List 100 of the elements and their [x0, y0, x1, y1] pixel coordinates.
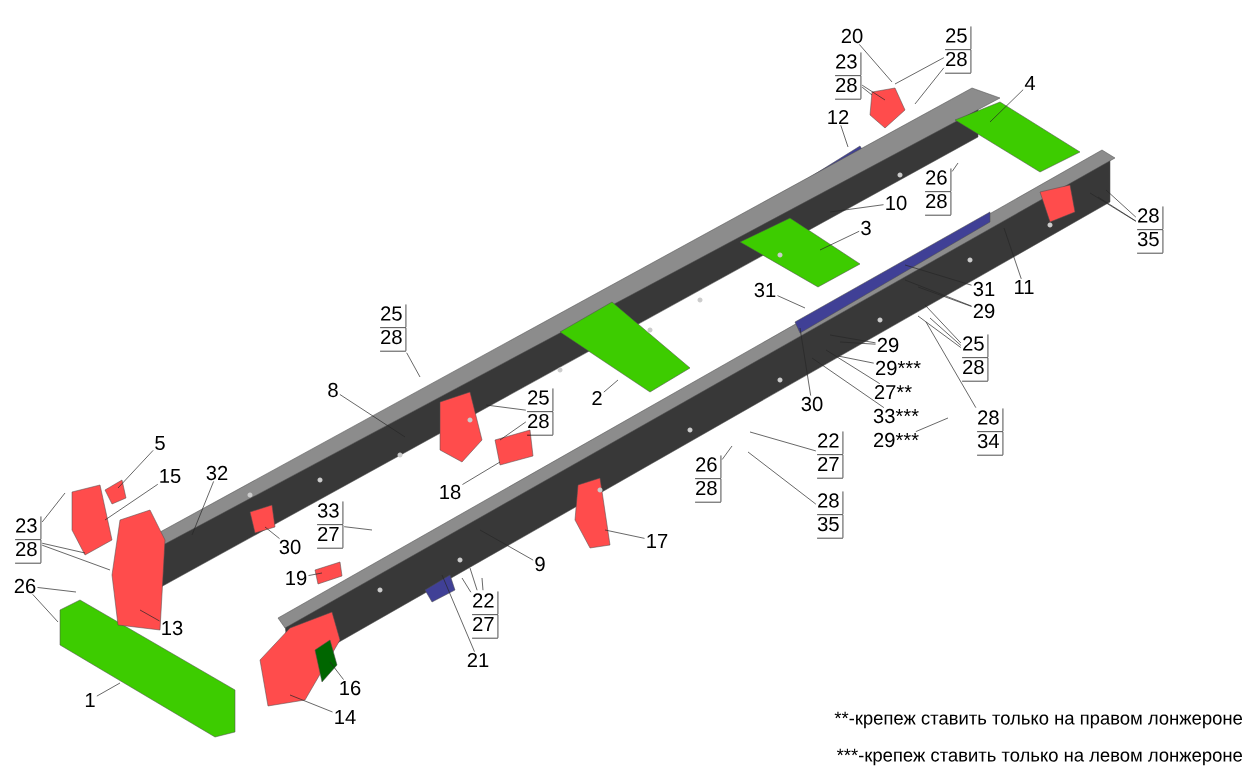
leader-line [604, 529, 645, 539]
callout-number: 28 35 [816, 491, 844, 539]
callout-number: 26 [14, 578, 36, 594]
leader-line [989, 89, 1024, 123]
callout-number: 13 [162, 620, 183, 636]
callout-number: 15 [160, 468, 181, 484]
callout-number: 2 [592, 390, 602, 406]
leader-line [139, 609, 160, 622]
callout-number: 31 [973, 281, 995, 297]
callout-number: 26 28 [694, 455, 722, 503]
leader-line [904, 264, 972, 286]
leader-line [499, 421, 527, 441]
leader-line [603, 379, 619, 393]
footnote: **-крепеж ставить только на правом лонжероне [834, 711, 1242, 729]
callout-number: 26 28 [924, 168, 952, 216]
leader-line [925, 321, 977, 409]
callout-number: 29*** [876, 360, 921, 376]
callout-number: 31 [754, 282, 776, 298]
leader-line [839, 341, 876, 345]
leader-line [917, 286, 972, 307]
callout-number: 33 27 [316, 501, 344, 549]
leader-line [339, 394, 406, 438]
leader-line [117, 450, 154, 489]
callout-number: 25 28 [526, 388, 554, 436]
leader-line [1105, 189, 1137, 218]
callout-number: 8 [328, 382, 338, 398]
leader-line [1097, 196, 1137, 222]
callout-number: 11 [1015, 280, 1034, 294]
callout-number: 10 [886, 195, 907, 211]
callout-number: 28 34 [976, 408, 1004, 456]
leader-line [481, 577, 484, 591]
callout-number: 30 [801, 396, 823, 412]
leader-line [777, 295, 806, 309]
leader-line [811, 357, 885, 408]
leader-line [1003, 227, 1022, 280]
leader-line [837, 355, 875, 364]
leader-line [1089, 192, 1137, 222]
callout-number: 17 [647, 534, 668, 548]
callout-number: 5 [155, 435, 165, 451]
callout-number: 9 [535, 556, 545, 572]
leader-line [41, 544, 111, 571]
leader-line [41, 542, 86, 554]
callout-number: 22 27 [816, 431, 844, 479]
callout-number: 27** [874, 384, 912, 400]
callout-number: 29 [877, 337, 899, 353]
callout-number: 22 27 [471, 591, 499, 639]
leader-line [406, 352, 421, 378]
footnote: ***-крепеж ставить только на левом лонжероне [836, 748, 1242, 766]
leader-line [485, 404, 527, 411]
leader-line [861, 86, 873, 96]
leader-line [191, 481, 214, 536]
leader-line [917, 315, 962, 348]
leader-line [32, 594, 59, 623]
leader-line [264, 526, 280, 539]
callout-number: 32 [206, 465, 228, 481]
leader-line [289, 694, 333, 713]
leader-line [308, 572, 323, 576]
callout-number: 23 28 [834, 52, 862, 100]
leader-line [343, 526, 373, 531]
leader-line [329, 661, 344, 680]
leader-line [721, 445, 733, 460]
leader-line [924, 304, 962, 344]
callout-number: 29*** [874, 432, 919, 448]
callout-number: 25 28 [379, 304, 407, 352]
callout-number: 4 [1024, 76, 1036, 90]
callout-number: 25 28 [944, 26, 972, 74]
callout-number: 3 [861, 220, 871, 236]
leader-line [462, 461, 501, 485]
leader-line [894, 57, 945, 85]
leader-line [929, 317, 962, 346]
leader-line [861, 84, 886, 101]
leader-line [37, 587, 77, 593]
leader-line [96, 682, 121, 697]
leader-line [829, 334, 876, 344]
leader-line [858, 44, 893, 83]
callout-number: 30 [279, 539, 301, 555]
callout-number: 18 [440, 484, 461, 500]
leader-line [829, 204, 884, 213]
callout-number: 14 [335, 710, 356, 724]
leader-line [799, 327, 812, 396]
callout-number: 20 [841, 28, 863, 44]
leader-line [840, 124, 849, 148]
leader-line [904, 279, 972, 307]
callout-number: 28 35 [1136, 206, 1164, 254]
callout-number: 25 28 [961, 334, 989, 382]
leader-line [819, 230, 860, 251]
leader-line [441, 574, 475, 653]
callout-number: 29 [973, 303, 995, 319]
callout-number: 16 [340, 680, 361, 696]
callout-number: 19 [286, 570, 307, 586]
leader-line [41, 492, 66, 523]
callout-number: 12 [828, 109, 849, 125]
callout-number: 33*** [873, 408, 919, 424]
leader-line [951, 162, 959, 172]
leader-line [104, 483, 159, 521]
leader-line [915, 417, 949, 432]
leader-line [747, 451, 817, 505]
callout-number: 1 [85, 693, 95, 707]
callout-number: 23 28 [14, 516, 42, 564]
leader-line [914, 67, 945, 105]
